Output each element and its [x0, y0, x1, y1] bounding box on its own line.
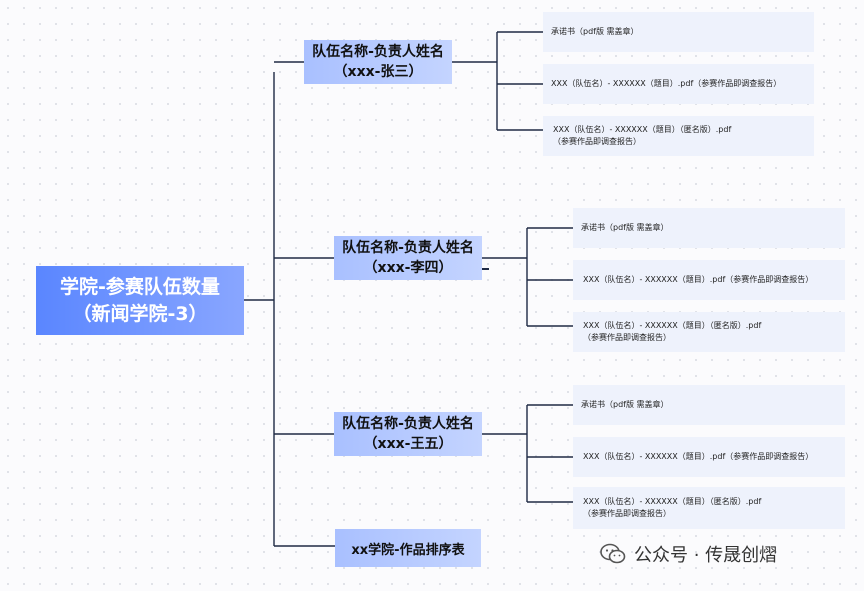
file-label: XXX（队伍名）- XXXXXX（题目）（匿名版）.pdf — [583, 321, 762, 330]
watermark-text: 公众号 · 传晟创熠 — [634, 545, 778, 566]
sort-table-node[interactable]: xx学院-作品排序表 — [335, 529, 481, 567]
file-label: XXX（队伍名）- XXXXXX（题目）（匿名版）.pdf — [583, 497, 762, 506]
file-label: XXX（队伍名）- XXXXXX（题目）.pdf（参赛作品即调查报告） — [583, 275, 814, 284]
file-node-commitment[interactable]: 承诺书（pdf版 需盖章） — [573, 208, 845, 248]
team-leader: （xxx-张三） — [333, 64, 423, 80]
sort-table-label: xx学院-作品排序表 — [351, 542, 465, 558]
file-node-anonymous-report[interactable]: XXX（队伍名）- XXXXXX（题目）（匿名版）.pdf （参赛作品即调查报告… — [543, 116, 814, 156]
file-node-anonymous-report[interactable]: XXX（队伍名）- XXXXXX（题目）（匿名版）.pdf （参赛作品即调查报告… — [573, 487, 845, 529]
team-name: 队伍名称-负责人姓名 — [342, 240, 474, 256]
team-leader: （xxx-王五） — [363, 436, 453, 452]
file-node-report[interactable]: XXX（队伍名）- XXXXXX（题目）.pdf（参赛作品即调查报告） — [573, 260, 845, 300]
team-node-3[interactable]: 队伍名称-负责人姓名 （xxx-王五） — [334, 412, 482, 456]
file-node-commitment[interactable]: 承诺书（pdf版 需盖章） — [573, 385, 845, 425]
file-label: 承诺书（pdf版 需盖章） — [581, 400, 669, 409]
file-node-report[interactable]: XXX（队伍名）- XXXXXX（题目）.pdf（参赛作品即调查报告） — [573, 437, 845, 477]
file-node-commitment[interactable]: 承诺书（pdf版 需盖章） — [543, 12, 814, 52]
root-node[interactable]: 学院-参赛队伍数量 （新闻学院-3） — [36, 266, 244, 335]
team-node-2[interactable]: 队伍名称-负责人姓名 （xxx-李四） — [334, 236, 482, 280]
team-leader: （xxx-李四） — [363, 260, 453, 276]
team-node-1[interactable]: 队伍名称-负责人姓名 （xxx-张三） — [304, 40, 452, 84]
collapse-marker[interactable] — [482, 268, 489, 270]
file-sublabel: （参赛作品即调查报告） — [553, 137, 641, 146]
file-sublabel: （参赛作品即调查报告） — [583, 509, 671, 518]
root-title: 学院-参赛队伍数量 — [60, 275, 220, 298]
team-name: 队伍名称-负责人姓名 — [312, 44, 444, 60]
file-sublabel: （参赛作品即调查报告） — [583, 333, 671, 342]
file-label: 承诺书（pdf版 需盖章） — [581, 223, 669, 232]
root-subtitle: （新闻学院-3） — [72, 302, 208, 325]
file-label: XXX（队伍名）- XXXXXX（题目）（匿名版）.pdf — [553, 125, 732, 134]
wechat-icon — [600, 543, 626, 564]
file-label: XXX（队伍名）- XXXXXX（题目）.pdf（参赛作品即调查报告） — [551, 79, 782, 88]
file-label: XXX（队伍名）- XXXXXX（题目）.pdf（参赛作品即调查报告） — [583, 452, 814, 461]
watermark: 公众号 · 传晟创熠 — [600, 541, 777, 567]
file-label: 承诺书（pdf版 需盖章） — [551, 27, 639, 36]
file-node-anonymous-report[interactable]: XXX（队伍名）- XXXXXX（题目）（匿名版）.pdf （参赛作品即调查报告… — [573, 312, 845, 352]
file-node-report[interactable]: XXX（队伍名）- XXXXXX（题目）.pdf（参赛作品即调查报告） — [543, 64, 814, 104]
team-name: 队伍名称-负责人姓名 — [342, 416, 474, 432]
